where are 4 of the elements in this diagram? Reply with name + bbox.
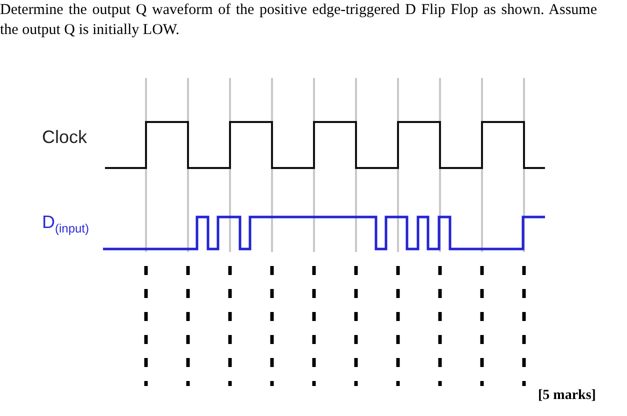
marks-text: [5 marks] <box>538 388 596 404</box>
signal-label: Clock <box>42 127 88 148</box>
question-text: Determine the output Q waveform of the positive edge-triggered D Flip Flop as shown. Assume the output Q is initially LOW. <box>0 1 597 40</box>
signal-label: D$_{(input)}$ <box>42 212 90 236</box>
